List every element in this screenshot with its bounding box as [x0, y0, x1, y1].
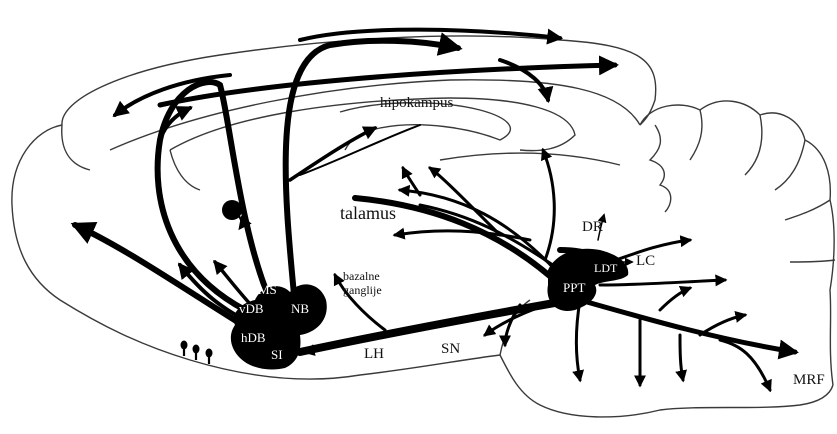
label-lc: LC — [636, 254, 655, 269]
label-mrf: MRF — [793, 373, 825, 388]
label-sn: SN — [441, 342, 460, 357]
label-talamus: talamus — [340, 204, 396, 222]
ppt-ldt-nucleus — [547, 249, 628, 311]
label-hipokampus: hipokampus — [380, 96, 453, 111]
olfactory-dot — [193, 345, 200, 354]
label-bazalne: bazalne — [343, 270, 380, 282]
label-lh: LH — [364, 347, 384, 362]
label-nb: NB — [291, 302, 309, 315]
cholinergic-pathways — [75, 30, 795, 390]
label-ganglije: ganglije — [343, 284, 382, 296]
brain-outline — [12, 36, 835, 417]
label-ms: MS — [258, 283, 277, 296]
label-vdb: vDB — [239, 302, 264, 315]
olfactory-dot — [181, 341, 188, 350]
label-si: SI — [271, 348, 283, 361]
olfactory-dot — [206, 349, 213, 358]
label-ppt: PPT — [563, 281, 585, 294]
label-dr: DR — [582, 220, 603, 235]
label-ldt: LDT — [594, 262, 617, 274]
label-hdb: hDB — [241, 331, 266, 344]
